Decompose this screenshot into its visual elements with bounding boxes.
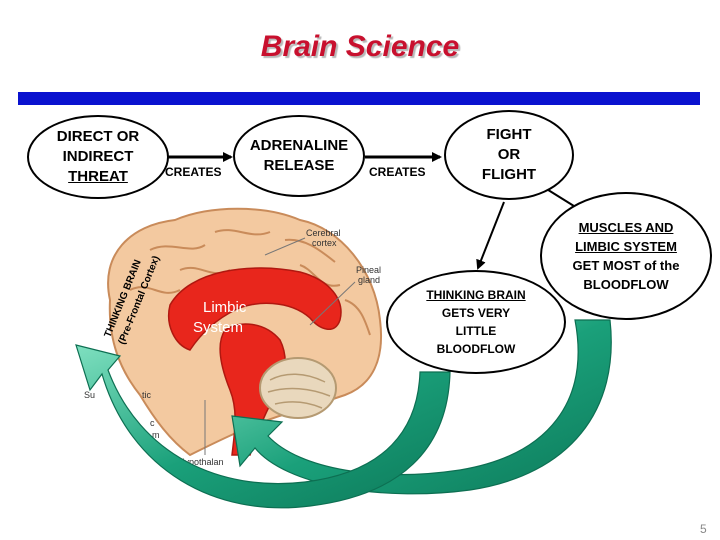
node-thinking-brain-bloodflow: THINKING BRAIN GETS VERY LITTLE BLOODFLO… [386,270,566,374]
edge-label-creates-1: CREATES [165,165,222,179]
limbic-system-region [168,267,342,351]
node-thinking-line1: THINKING BRAIN [426,288,526,302]
node-muscles-line3: GET MOST of the [572,258,680,273]
label-cerebral-line2: cortex [312,238,337,248]
page-number: 5 [700,522,707,536]
node-thinking-line2: GETS VERY [441,306,511,320]
green-arrow-from-muscles [231,319,612,495]
label-limbic-line2: System [193,319,243,336]
node-threat-line1: DIRECT OR [56,128,140,145]
node-adrenaline-line1: ADRENALINE [249,137,349,154]
node-muscles-line4: BLOODFLOW [583,277,669,292]
label-left-partial-4: m [152,430,160,440]
label-left-partial-1: Su [84,390,95,400]
node-threat-line2: INDIRECT [62,148,134,165]
label-left-partial-2: tic [142,390,152,400]
node-adrenaline-release: ADRENALINE RELEASE [233,115,365,197]
label-pineal-line1: Pineal [356,265,381,275]
title-divider-bar [18,92,700,105]
node-muscles-line1: MUSCLES AND [578,220,674,235]
label-pineal-line2: gland [358,275,380,285]
label-left-partial-3: c [150,418,155,428]
node-thinking-line4: BLOODFLOW [436,342,516,356]
green-arrow-from-thinking-brain [75,344,451,509]
node-thinking-line3: LITTLE [455,324,497,338]
node-muscles-limbic-bloodflow: MUSCLES AND LIMBIC SYSTEM GET MOST of th… [540,192,712,320]
node-threat-line3: THREAT [68,168,128,185]
label-hypothalamus: Hypothalan [178,457,224,467]
node-fight-line2: OR [497,146,521,163]
node-fight-line3: FLIGHT [481,166,537,183]
edge-label-creates-2: CREATES [369,165,426,179]
label-limbic-line1: Limbic [203,299,247,316]
label-cerebral-line1: Cerebral [306,228,341,238]
node-direct-or-indirect-threat: DIRECT OR INDIRECT THREAT [27,115,169,199]
node-muscles-line2: LIMBIC SYSTEM [575,239,677,254]
node-fight-line1: FIGHT [486,126,532,143]
node-fight-or-flight: FIGHT OR FLIGHT [444,110,574,200]
arrow-fight-to-thinking [476,201,505,270]
slide-title: Brain Science [260,30,460,63]
node-adrenaline-line2: RELEASE [263,157,335,174]
